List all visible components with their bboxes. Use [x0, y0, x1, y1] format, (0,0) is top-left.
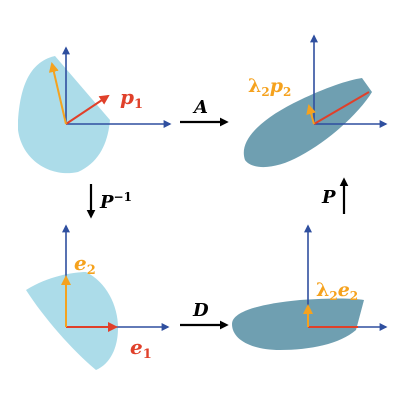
light-blob-eigenbasis — [26, 272, 118, 370]
vector-a-p1 — [313, 91, 370, 125]
label-lambda2-p2: λ2p2 — [248, 75, 291, 99]
panel-transformed-a: λ2p2 — [243, 34, 388, 168]
arrow-p-inverse: P−1 — [86, 184, 132, 219]
vector-lambda2-p2 — [306, 104, 316, 125]
vector-p1 — [65, 94, 110, 125]
label-a: A — [192, 97, 208, 118]
label-lambda2-e2: λ2e2 — [316, 279, 358, 303]
label-p1: p1 — [120, 85, 143, 112]
arrow-d: D — [180, 300, 229, 330]
label-e2: e2 — [74, 251, 96, 278]
dark-blob-transformed — [243, 78, 372, 168]
arrow-p: P — [321, 177, 349, 214]
panel-scaled-d: λ2e2 — [232, 224, 388, 350]
arrow-a: A — [180, 97, 229, 127]
label-p: P — [321, 187, 336, 208]
label-e1: e1 — [130, 335, 152, 362]
vector-p2 — [48, 62, 67, 125]
label-d: D — [192, 300, 209, 321]
panel-eigenbasis: e2 e1 — [26, 224, 170, 370]
label-p-inverse: P−1 — [99, 190, 132, 213]
dark-blob-scaled — [232, 298, 364, 350]
panel-original: p1 — [18, 46, 172, 174]
